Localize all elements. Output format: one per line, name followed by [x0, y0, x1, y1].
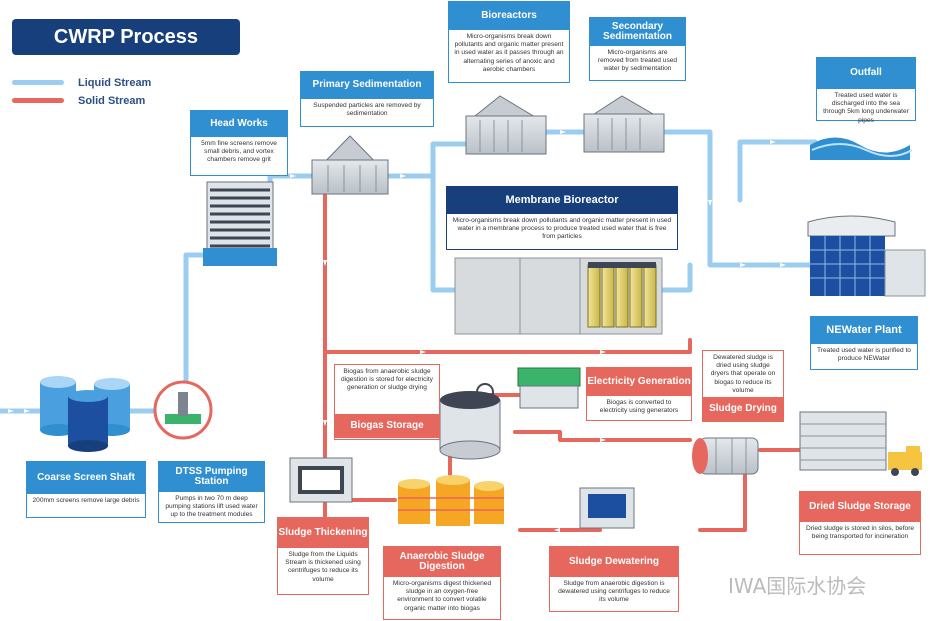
newater-plant-illustration [807, 215, 926, 297]
dtss-pumping-station-card: DTSS Pumping Station Pumps in two 70 m d… [158, 461, 265, 523]
bioreactors-title: Bioreactors [449, 2, 569, 30]
membrane-bioreactor-illustration [454, 257, 663, 335]
liquid-stream-arrows [8, 130, 786, 413]
membrane-bioreactor-card: Membrane Bioreactor Micro-organisms brea… [446, 186, 678, 250]
dried-sludge-storage-desc: Dried sludge is stored in silos, before … [805, 525, 915, 541]
electricity-generation-card: Electricity Generation Biogas is convert… [586, 367, 692, 421]
legend-solid-label: Solid Stream [78, 95, 146, 107]
primary-sedimentation-desc: Suspended particles are removed by sedim… [313, 102, 421, 118]
bioreactor-illustration [465, 95, 547, 155]
outfall-card: Outfall Treated used water is discharged… [816, 57, 916, 124]
sludge-drying-title: Sludge Drying [702, 397, 784, 421]
solid-stream-arrows [323, 260, 606, 532]
coarse-screen-shaft-desc: 200mm screens remove large debris [32, 497, 140, 504]
electricity-generation-illustration [517, 367, 581, 409]
anaerobic-sludge-digestion-desc: Micro-organisms digest thickened sludge … [392, 580, 492, 612]
dried-sludge-storage-title: Dried Sludge Storage [800, 492, 920, 522]
primary-sedimentation-card: Primary Sedimentation Suspended particle… [300, 71, 434, 127]
sludge-thickening-card: Sludge Thickening Sludge from the Liquid… [277, 517, 369, 595]
primary-sedimentation-illustration [310, 135, 390, 195]
anaerobic-digestion-illustration [398, 475, 504, 526]
dtss-pumping-station-title: DTSS Pumping Station [159, 462, 264, 492]
liquid-stream-pipes [0, 129, 818, 414]
primary-sedimentation-title: Primary Sedimentation [301, 72, 433, 99]
sludge-dewatering-illustration [579, 487, 635, 529]
coarse-screen-shaft-illustration [40, 376, 130, 452]
biogas-storage-illustration [439, 383, 501, 460]
dtss-pumping-station-desc: Pumps in two 70 m deep pumping stations … [165, 495, 258, 519]
outfall-title: Outfall [817, 58, 915, 89]
watermark: IWA国际水协会 [728, 574, 867, 598]
outfall-illustration [810, 137, 913, 160]
page-title: CWRP Process [12, 19, 240, 55]
head-works-card: Head Works 5mm fine screens remove small… [190, 110, 288, 176]
outfall-desc: Treated used water is discharged into th… [823, 92, 909, 124]
dtss-pumping-illustration [153, 380, 213, 440]
biogas-storage-desc: Biogas from anaerobic sludge digestion i… [341, 368, 433, 392]
sludge-dewatering-title: Sludge Dewatering [550, 547, 678, 577]
solid-stream-pipes [288, 188, 802, 542]
legend-solid-swatch [12, 98, 64, 103]
sludge-dewatering-card: Sludge Dewatering Sludge from anaerobic … [549, 546, 679, 612]
sludge-thickening-illustration [289, 457, 353, 503]
secondary-sedimentation-card: Secondary Sedimentation Micro-organisms … [589, 17, 686, 81]
dried-sludge-storage-illustration [799, 411, 922, 476]
newater-plant-card: NEWater Plant Treated used water is puri… [810, 316, 918, 370]
sludge-thickening-desc: Sludge from the Liquids Stream is thicke… [285, 551, 361, 583]
sludge-drying-desc: Dewatered sludge is dried using sludge d… [710, 354, 776, 394]
anaerobic-sludge-digestion-card: Anaerobic Sludge Digestion Micro-organis… [383, 546, 501, 620]
sludge-dewatering-desc: Sludge from anaerobic digestion is dewat… [558, 580, 670, 604]
biogas-storage-title: Biogas Storage [334, 414, 440, 438]
coarse-screen-shaft-title: Coarse Screen Shaft [27, 462, 145, 494]
dried-sludge-storage-card: Dried Sludge Storage Dried sludge is sto… [799, 491, 921, 555]
secondary-sedimentation-title: Secondary Sedimentation [590, 18, 685, 46]
head-works-title: Head Works [191, 111, 287, 137]
electricity-generation-desc: Biogas is converted to electricity using… [599, 399, 679, 415]
head-works-illustration [203, 181, 277, 266]
legend-liquid-swatch [12, 80, 64, 85]
secondary-sedimentation-desc: Micro-organisms are removed from treated… [597, 49, 678, 73]
membrane-bioreactor-desc: Micro-organisms break down pollutants an… [452, 217, 672, 241]
sludge-thickening-title: Sludge Thickening [278, 518, 368, 548]
legend-liquid-label: Liquid Stream [78, 77, 152, 89]
coarse-screen-shaft-card: Coarse Screen Shaft 200mm screens remove… [26, 461, 146, 518]
bioreactors-card: Bioreactors Micro-organisms break down p… [448, 1, 570, 83]
electricity-generation-title: Electricity Generation [587, 368, 691, 396]
membrane-bioreactor-title: Membrane Bioreactor [447, 187, 677, 214]
newater-plant-desc: Treated used water is purified to produc… [817, 347, 911, 363]
newater-plant-title: NEWater Plant [811, 317, 917, 344]
bioreactors-desc: Micro-organisms break down pollutants an… [454, 33, 564, 73]
anaerobic-sludge-digestion-title: Anaerobic Sludge Digestion [384, 547, 500, 577]
head-works-desc: 5mm fine screens remove small debris, an… [201, 140, 277, 164]
secondary-sedimentation-illustration [583, 95, 665, 153]
sludge-drying-illustration [692, 437, 759, 475]
